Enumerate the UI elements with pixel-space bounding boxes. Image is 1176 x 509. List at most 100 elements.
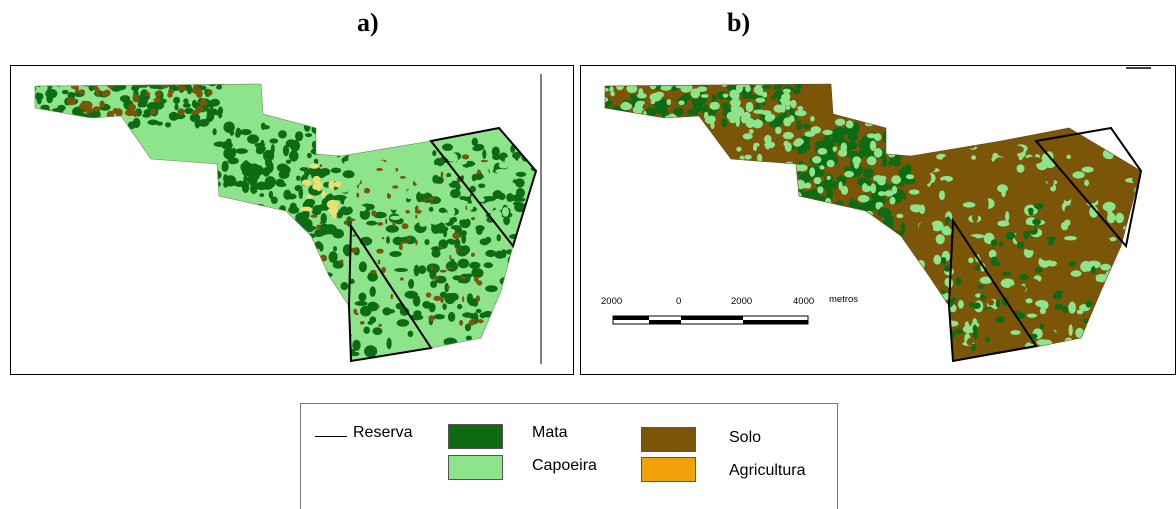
landcover-patch — [1039, 251, 1054, 261]
landcover-patch — [278, 130, 287, 139]
landcover-patch — [510, 145, 516, 154]
landcover-patch — [310, 148, 323, 155]
landcover-patch — [738, 197, 748, 205]
landcover-patch — [630, 113, 640, 118]
landcover-patch — [520, 227, 532, 237]
landcover-patch — [672, 121, 679, 130]
landcover-patch — [373, 211, 387, 219]
map-b-canvas: 2000 0 2000 4000 metros — [601, 67, 1151, 363]
landcover-patch — [906, 120, 915, 129]
landcover-patch — [904, 163, 912, 174]
landcover-patch — [690, 88, 701, 99]
landcover-patch — [740, 179, 749, 186]
landcover-patch — [488, 326, 502, 338]
landcover-patch — [296, 175, 301, 181]
landcover-patch — [995, 299, 1001, 308]
landcover-patch — [156, 121, 163, 126]
map-a-canvas — [34, 74, 542, 364]
landcover-patch — [422, 301, 431, 309]
landcover-patch — [869, 222, 875, 233]
landcover-patch — [407, 201, 417, 209]
landcover-patch — [433, 275, 439, 281]
landcover-patch — [1089, 206, 1099, 218]
landcover-patch — [272, 218, 284, 227]
landcover-patch — [1036, 339, 1048, 346]
landcover-patch — [905, 129, 915, 137]
landcover-patch — [425, 292, 432, 298]
landcover-patch — [941, 225, 953, 236]
landcover-patch — [388, 201, 400, 211]
landcover-patch — [132, 110, 138, 117]
landcover-patch — [372, 327, 383, 335]
landcover-patch — [216, 237, 226, 245]
landcover-patch — [666, 121, 672, 131]
landcover-patch — [489, 187, 495, 193]
landcover-patch — [1137, 205, 1141, 216]
landcover-patch — [438, 207, 448, 213]
landcover-patch — [456, 245, 469, 257]
landcover-patch — [1114, 349, 1127, 360]
landcover-patch — [485, 285, 498, 293]
landcover-patch — [490, 209, 502, 220]
landcover-patch — [221, 163, 226, 172]
landcover-patch — [282, 144, 290, 157]
landcover-patch — [476, 295, 480, 302]
landcover-patch — [832, 223, 838, 233]
landcover-patch — [250, 183, 258, 194]
landcover-patch — [238, 230, 248, 239]
landcover-patch — [608, 109, 617, 120]
landcover-patch — [249, 214, 260, 225]
landcover-patch — [334, 293, 338, 298]
landcover-patch — [796, 120, 802, 131]
landcover-patch — [270, 196, 278, 204]
landcover-patch — [736, 146, 742, 152]
landcover-patch — [461, 154, 470, 160]
landcover-patch — [846, 150, 859, 158]
landcover-patch — [471, 165, 478, 175]
landcover-patch — [168, 111, 179, 121]
landcover-patch — [673, 107, 684, 116]
landcover-patch — [943, 265, 951, 272]
landcover-patch — [968, 257, 974, 264]
landcover-patch — [499, 293, 508, 305]
landcover-patch — [509, 322, 517, 332]
landcover-patch — [79, 103, 85, 110]
landcover-patch — [350, 351, 360, 357]
landcover-patch — [902, 129, 909, 137]
landcover-patch — [705, 116, 713, 122]
landcover-patch — [514, 151, 519, 161]
landcover-patch — [755, 97, 766, 103]
landcover-patch — [667, 84, 673, 85]
landcover-patch — [962, 202, 976, 208]
landcover-patch — [382, 307, 392, 316]
landcover-patch — [466, 203, 474, 211]
landcover-patch — [461, 170, 471, 177]
landcover-patch — [148, 84, 158, 89]
landcover-patch — [211, 180, 221, 188]
landcover-patch — [510, 257, 519, 263]
landcover-patch — [1070, 243, 1085, 256]
landcover-patch — [869, 140, 877, 151]
landcover-patch — [1090, 266, 1096, 275]
landcover-patch — [1125, 250, 1137, 259]
landcover-patch — [866, 133, 877, 139]
landcover-patch — [360, 305, 372, 317]
landcover-patch — [671, 114, 678, 123]
landcover-patch — [363, 187, 371, 194]
landcover-patch — [933, 184, 941, 193]
landcover-patch — [927, 346, 938, 356]
landcover-patch — [773, 104, 785, 113]
landcover-patch — [979, 248, 989, 261]
landcover-patch — [370, 269, 377, 274]
landcover-patch — [494, 250, 506, 259]
landcover-patch — [611, 117, 618, 122]
landcover-patch — [810, 207, 820, 215]
landcover-patch — [309, 343, 323, 352]
landcover-patch — [872, 232, 882, 238]
landcover-patch — [377, 222, 384, 226]
landcover-patch — [1023, 230, 1030, 240]
landcover-patch — [276, 163, 289, 172]
landcover-patch — [284, 225, 297, 232]
map-panel-a — [10, 65, 574, 375]
landcover-patch — [277, 212, 289, 223]
